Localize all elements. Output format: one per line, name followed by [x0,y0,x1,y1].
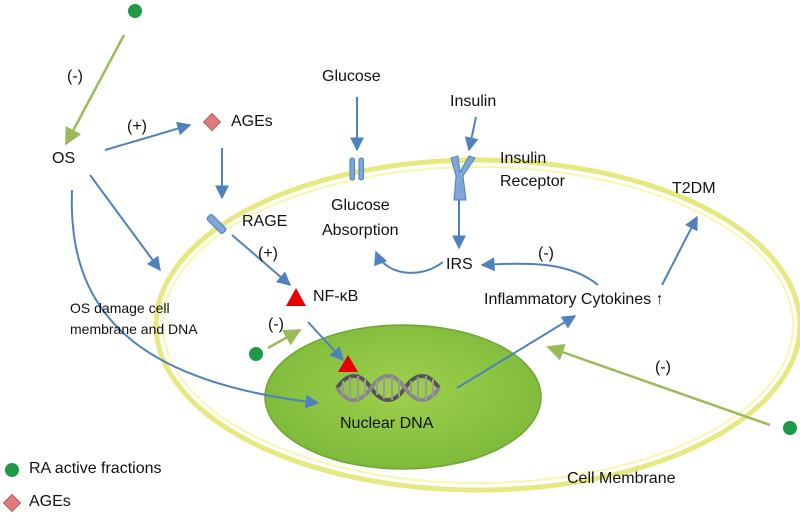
arrow-cytokines-to-t2dm [661,215,698,286]
legend-ra-dot-icon [5,463,19,477]
arrow-nfkb-to-dna [307,321,344,362]
insulin-receptor-icon [450,155,476,201]
arrow-cytokines-to-irs [480,257,599,286]
cell-membrane-outer [153,157,800,493]
positive-label-nfkb: (+) [258,245,278,262]
cell-membrane-label: Cell Membrane [567,470,676,487]
nucleus [264,324,542,470]
nfkb-in-nucleus-triangle-icon [338,355,358,372]
negative-label-nucleus: (-) [268,316,284,333]
ra-dot-top-icon [128,4,142,18]
nuclear-dna-label: Nuclear DNA [340,415,434,432]
t2dm-label: T2DM [672,180,716,197]
rage-label: RAGE [242,213,288,230]
nfkb-label: NF-κB [313,288,359,305]
negative-label-top: (-) [67,68,83,85]
glucose-label: Glucose [322,68,381,85]
ages-diamond-icon [202,112,222,132]
arrow-rage-to-nfkb [231,234,292,286]
dna-helix-icon [335,374,441,402]
arrow-os-to-dna [70,189,320,409]
legend-ages-diamond-icon [2,493,22,513]
os-damage-label-line1: OS damage cell [70,300,170,316]
os-damage-label-line2: membrane and DNA [70,321,198,337]
legend-ages-label: AGEs [29,493,71,510]
arrow-ra-to-nucleus [267,328,302,350]
arrow-dna-to-cytokines [456,315,577,389]
glucose-absorption-label-line2: Absorption [322,222,399,239]
ra-dot-right-icon [783,421,797,435]
glucose-absorption-label-line1: Glucose [331,197,390,214]
rage-receptor-icon [206,214,227,234]
arrow-insulin-down [464,116,479,152]
arrow-os-to-ages [104,121,192,151]
inflammatory-cytokines-label: Inflammatory Cytokines ↑ [484,291,664,308]
insulin-receptor-label-line2: Receptor [500,173,565,190]
insulin-label: Insulin [450,93,497,110]
positive-label-ages: (+) [127,118,147,135]
os-label: OS [52,150,76,167]
ages-label: AGEs [231,113,273,130]
arrow-ra-to-os [64,34,126,146]
arrow-ra-to-cytokines [546,343,771,427]
irs-label: IRS [446,256,473,273]
glucose-channel-icon [349,157,364,181]
negative-label-right: (-) [655,359,671,376]
ra-dot-nucleus-icon [249,347,263,361]
cell-membrane-inner [162,166,794,484]
legend-ra-label: RA active fractions [29,460,162,477]
arrow-irs-to-absorption [374,250,444,274]
arrow-os-to-cell [89,174,161,272]
negative-label-irs: (-) [538,245,554,262]
insulin-receptor-label-line1: Insulin [500,150,547,167]
nfkb-triangle-icon [286,288,306,306]
